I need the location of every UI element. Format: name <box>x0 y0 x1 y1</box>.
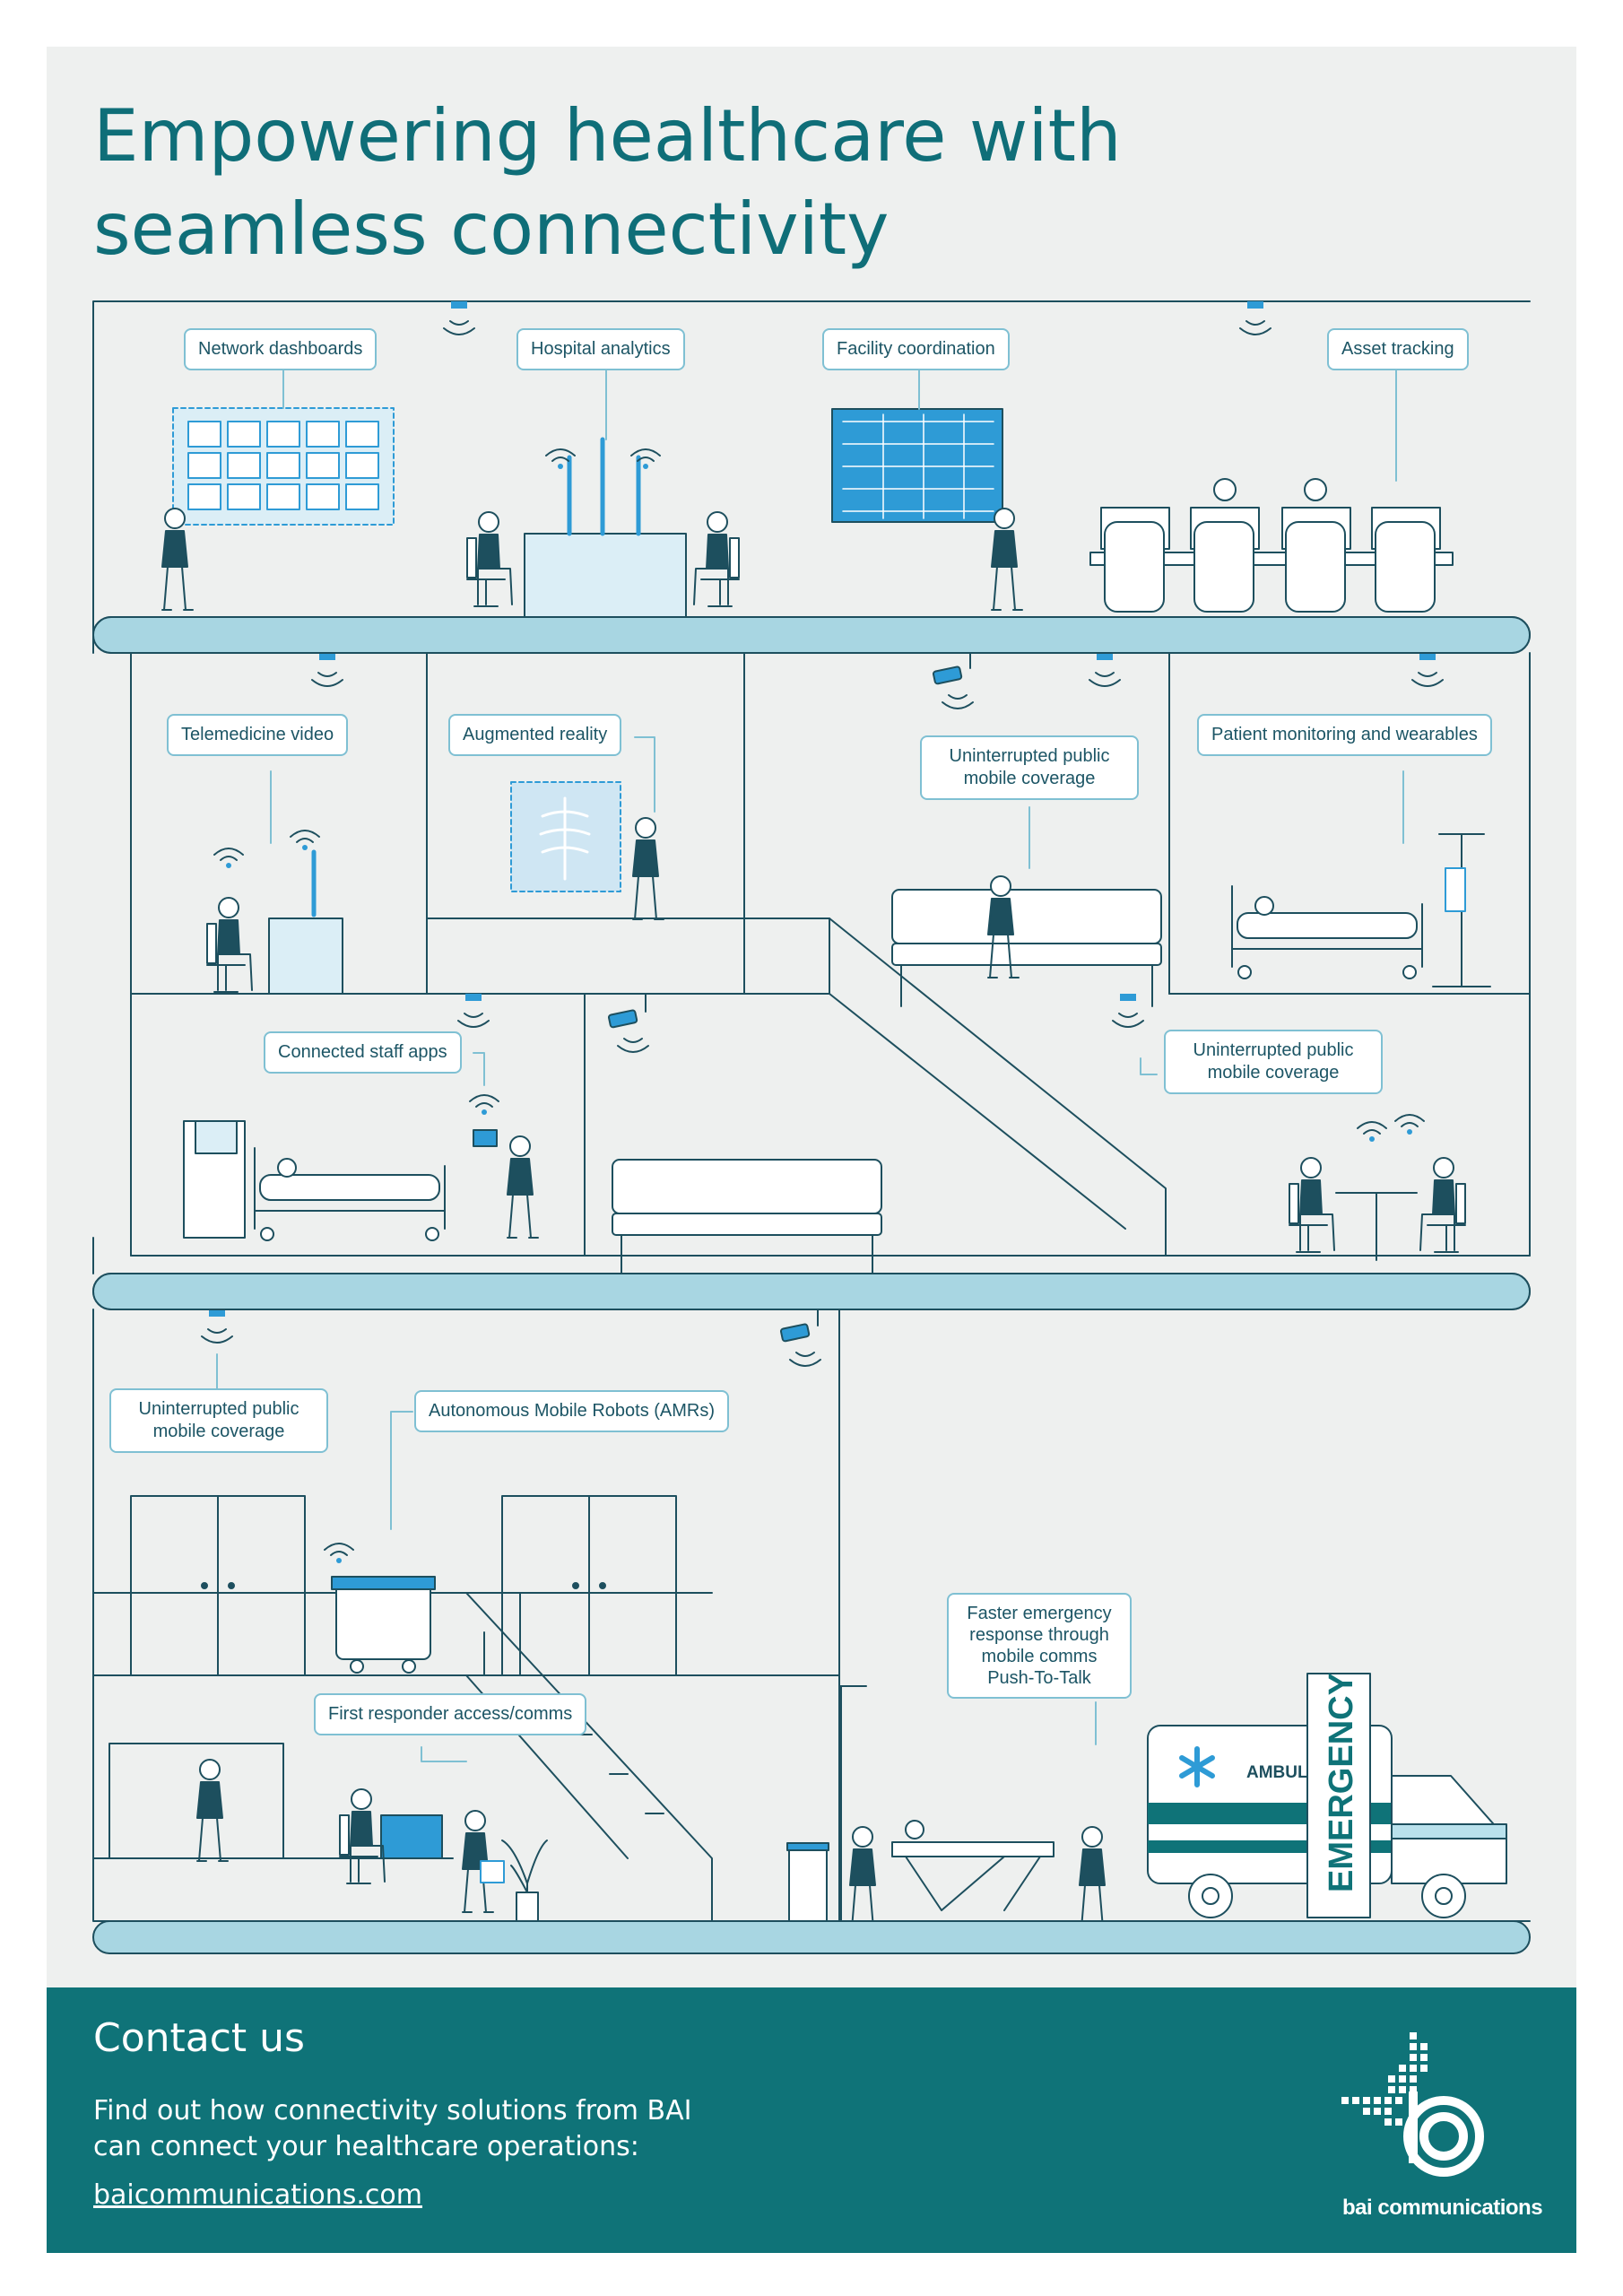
wifi-node-icon <box>311 652 343 687</box>
seated-staff <box>466 511 513 607</box>
page-title: Empowering healthcare with seamless conn… <box>93 90 1349 276</box>
label-telemedicine-video: Telemedicine video <box>167 714 349 756</box>
wifi-node-icon <box>1112 993 1144 1028</box>
label-uninterrupted-coverage: Uninterrupted public mobile coverage <box>920 735 1139 800</box>
patient-bed <box>1231 885 1423 979</box>
wifi-node-icon <box>201 1309 233 1344</box>
website-link[interactable]: baicommunications.com <box>93 2179 423 2211</box>
wifi-icon <box>630 448 661 470</box>
plant-icon <box>501 1839 548 1922</box>
hospital-cross-section-illustration: AMBUL EMERGENCY <box>92 300 1531 1954</box>
coordination-board <box>831 408 1003 523</box>
contact-footer: Contact us Find out how connectivity sol… <box>47 1987 1576 2253</box>
stretcher <box>891 1841 1055 1857</box>
receptionist <box>196 1759 229 1862</box>
second-floor <box>130 649 1531 1277</box>
label-faster-emergency: Faster emergency response through mobile… <box>947 1593 1132 1699</box>
receptionist-seated <box>339 1788 386 1884</box>
staff-person <box>991 508 1023 611</box>
tablet-icon <box>473 1129 498 1147</box>
label-augmented-reality: Augmented reality <box>448 714 622 756</box>
label-uninterrupted-coverage: Uninterrupted public mobile coverage <box>1164 1030 1383 1094</box>
seated-visitor <box>1289 1157 1335 1253</box>
label-hospital-analytics: Hospital analytics <box>516 328 685 370</box>
wifi-icon <box>469 1094 499 1116</box>
paramedic <box>1079 1826 1111 1929</box>
nurse-with-tablet <box>507 1135 539 1239</box>
contact-description: Find out how connectivity solutions from… <box>93 2095 692 2162</box>
waiting-bench <box>891 889 1162 1007</box>
ambulance: AMBUL EMERGENCY <box>1147 1673 1507 1918</box>
paramedic <box>849 1826 881 1929</box>
wifi-icon <box>324 1543 354 1564</box>
ground-slab <box>92 1920 1531 1954</box>
amr-robot <box>335 1578 431 1660</box>
brand-name: bai communications <box>1342 2196 1543 2220</box>
title-line-2: seamless connectivity <box>93 187 890 271</box>
camera-icon <box>932 649 974 709</box>
contact-heading: Contact us <box>93 2015 305 2061</box>
label-uninterrupted-coverage: Uninterrupted public mobile coverage <box>109 1388 328 1453</box>
wifi-icon <box>213 848 244 869</box>
wifi-icon <box>290 830 320 851</box>
medical-kit-icon <box>480 1860 505 1883</box>
wifi-node-icon <box>1411 652 1444 687</box>
wifi-node-icon <box>443 300 475 335</box>
label-asset-tracking: Asset tracking <box>1327 328 1469 370</box>
label-network-dashboards: Network dashboards <box>184 328 378 370</box>
label-first-responder: First responder access/comms <box>314 1693 587 1735</box>
title-line-1: Empowering healthcare with <box>93 94 1122 178</box>
label-patient-monitoring: Patient monitoring and wearables <box>1197 714 1492 756</box>
seated-visitor <box>1419 1157 1466 1253</box>
emergency-sign-text: EMERGENCY <box>1323 1673 1360 1892</box>
ambulance-side-text: AMBUL <box>1246 1763 1308 1782</box>
reception-monitor <box>380 1814 443 1859</box>
camera-icon <box>779 1307 821 1367</box>
wifi-node-icon <box>457 993 490 1028</box>
wifi-icon <box>1394 1114 1425 1135</box>
seated-staff <box>693 511 740 607</box>
lounge-couch <box>612 1159 882 1277</box>
label-facility-coordination: Facility coordination <box>822 328 1010 370</box>
label-connected-staff-apps: Connected staff apps <box>264 1031 462 1074</box>
bai-logo-icon <box>1341 2032 1484 2177</box>
wifi-node-icon <box>1089 652 1121 687</box>
patient-bed <box>254 1147 446 1241</box>
wifi-node-icon <box>1239 300 1271 335</box>
seated-doctor <box>206 897 253 993</box>
wifi-icon <box>1357 1121 1387 1143</box>
ground-floor: AMBUL EMERGENCY <box>92 1307 1531 1929</box>
medical-star-icon <box>1179 1746 1215 1787</box>
camera-icon <box>607 993 649 1053</box>
ar-user <box>632 817 664 920</box>
bin-icon <box>788 1845 828 1922</box>
label-amrs: Autonomous Mobile Robots (AMRs) <box>414 1390 730 1432</box>
